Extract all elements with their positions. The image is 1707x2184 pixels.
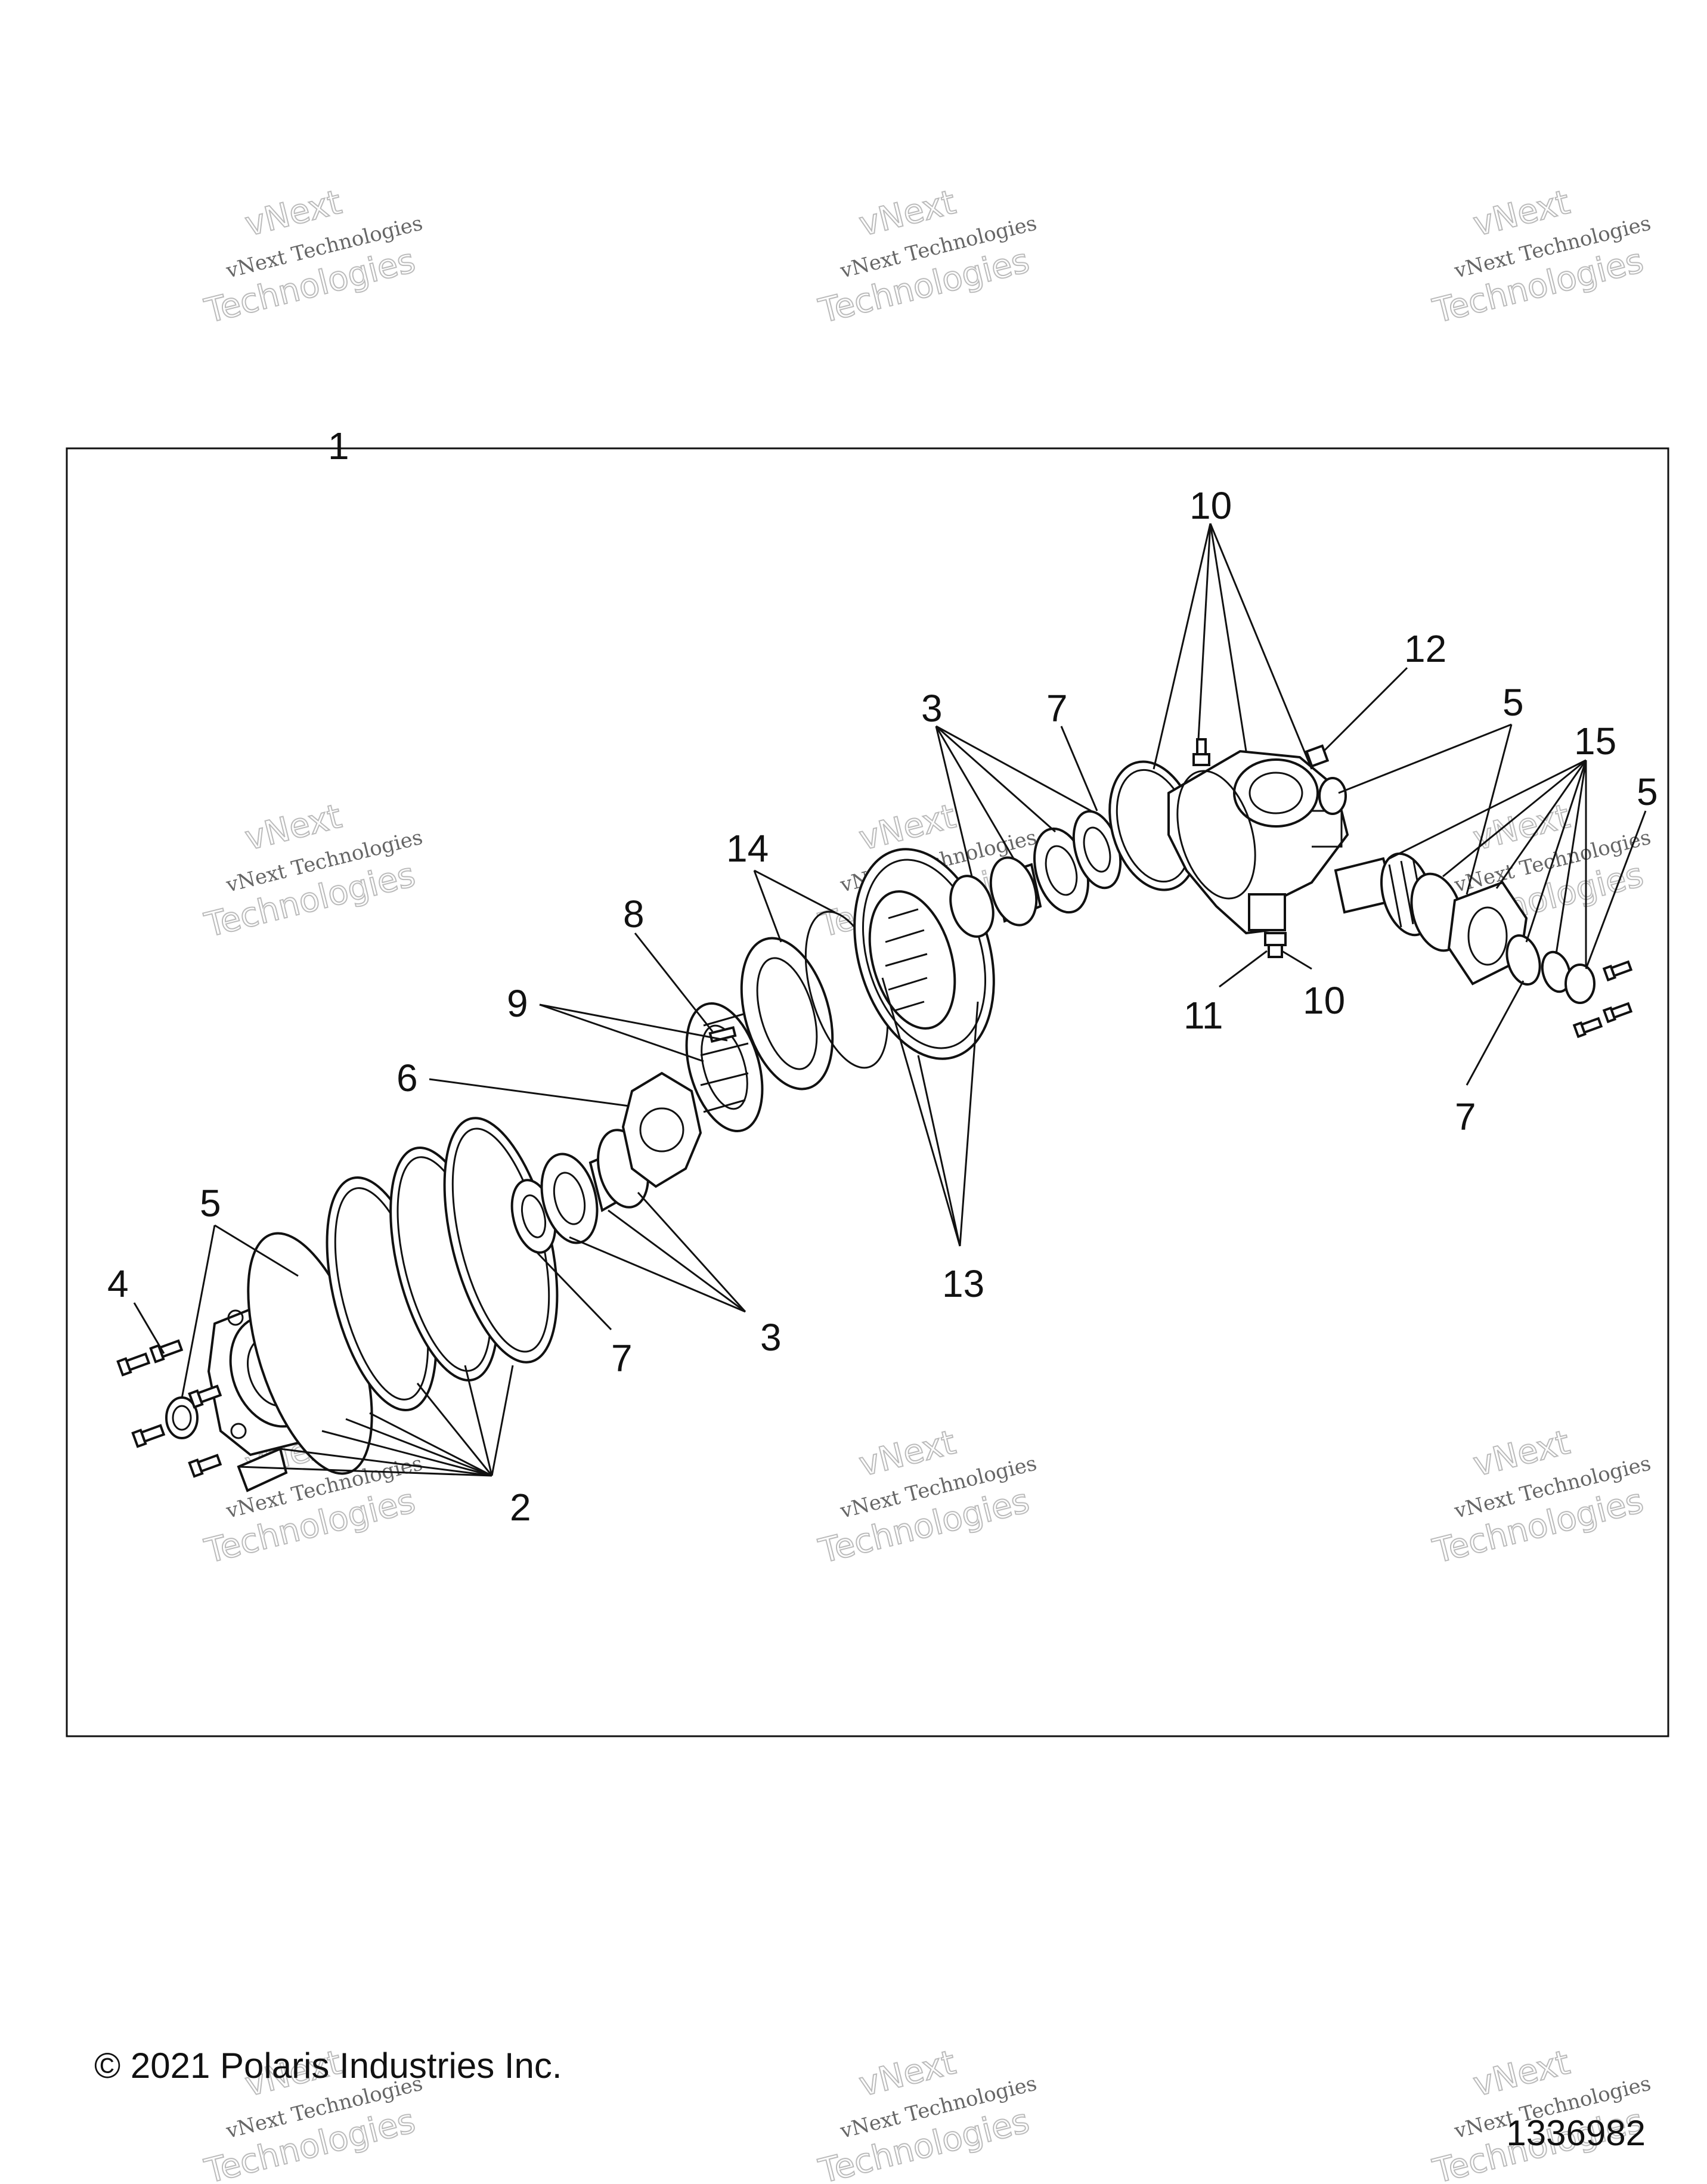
callout-label: 4 <box>107 1262 129 1305</box>
watermark: vNext vNext Technologies Technologies <box>814 2043 1039 2184</box>
callout-label: 3 <box>760 1316 782 1359</box>
armature-plate <box>621 1071 702 1188</box>
drain-plug <box>1264 932 1287 958</box>
callout-label: 6 <box>396 1057 418 1099</box>
watermark: vNext vNext Technologies Technologies <box>200 182 425 332</box>
callout-label: 9 <box>507 982 528 1025</box>
callout-label: 15 <box>1574 720 1616 763</box>
callout-label: 3 <box>921 687 943 730</box>
seal-upper <box>1318 777 1347 815</box>
bolt-set-left <box>116 1339 222 1478</box>
watermark: vNext vNext Technologies Technologies <box>1429 1423 1653 1572</box>
copyright-notice: © 2021 Polaris Industries Inc. <box>94 2046 562 2086</box>
vent-fitting <box>1305 744 1330 768</box>
watermark: vNext vNext Technologies Technologies <box>200 797 425 946</box>
breather-pad <box>237 1447 288 1492</box>
pinion-bearing-cap <box>1410 872 1596 1004</box>
main-gearcase-housing <box>1167 749 1349 935</box>
callout-label: 5 <box>1502 681 1524 724</box>
callout-label: 7 <box>611 1337 633 1380</box>
assembly-frame <box>66 447 1669 1737</box>
seal-left <box>165 1396 199 1439</box>
bearing-race-lower <box>540 1129 649 1244</box>
callout-label: 10 <box>1303 979 1345 1022</box>
callout-label: 7 <box>1455 1095 1476 1138</box>
callout-label: 1 <box>328 425 349 467</box>
callout-label: 10 <box>1189 484 1232 527</box>
watermark: vNext vNext Technologies Technologies <box>814 182 1039 332</box>
callout-label: 13 <box>942 1262 984 1305</box>
callout-label: 14 <box>726 827 769 870</box>
callout-label: 12 <box>1404 627 1446 670</box>
watermark: vNext vNext Technologies Technologies <box>1429 182 1653 332</box>
leader-lines <box>133 523 1647 1477</box>
bolt-set-right <box>1572 960 1633 1039</box>
callout-label: 11 <box>1184 994 1223 1037</box>
watermark: vNext vNext Technologies Technologies <box>1429 2043 1653 2184</box>
fitting-top <box>1192 738 1210 766</box>
callout-label: 5 <box>200 1182 221 1225</box>
figure-number: 1336982 <box>1506 2113 1646 2153</box>
callout-label: 5 <box>1637 770 1658 813</box>
callout-label: 2 <box>510 1486 531 1529</box>
callout-label: 7 <box>1046 687 1068 730</box>
bearing-upper <box>1072 810 1122 890</box>
callout-label: 8 <box>623 893 645 935</box>
watermark: vNext vNext Technologies Technologies <box>814 1423 1039 1572</box>
